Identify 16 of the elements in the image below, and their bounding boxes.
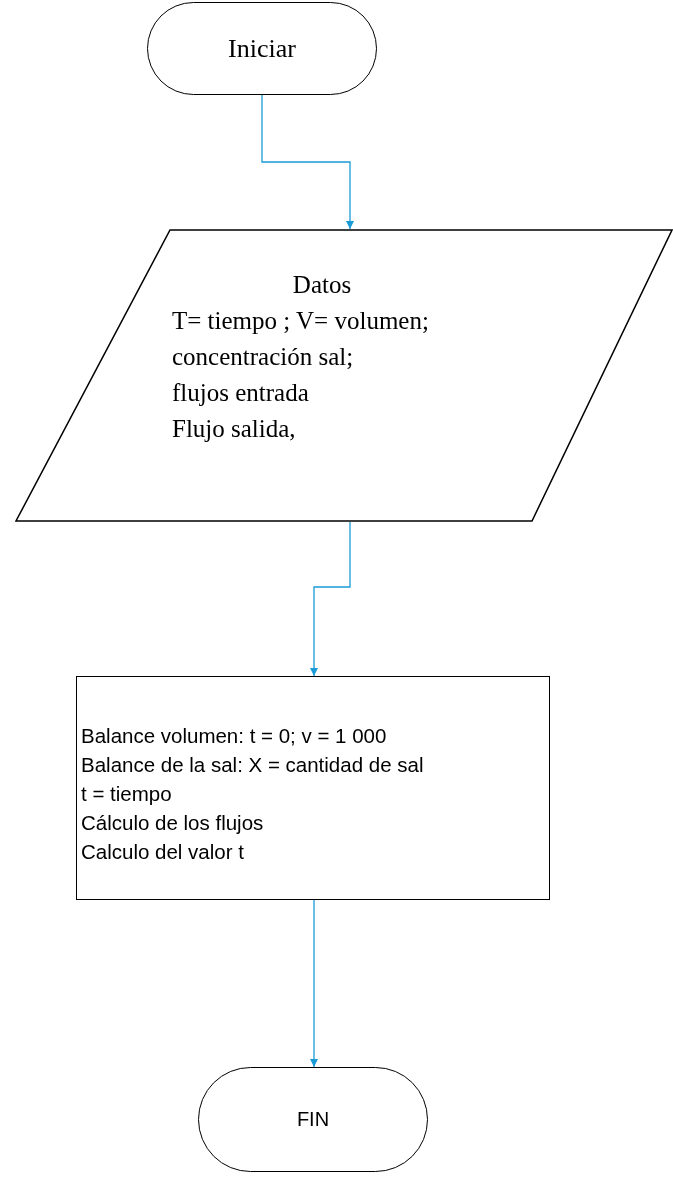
node-text: Calculo del valor t	[81, 839, 245, 865]
node-text: t = tiempo	[81, 781, 173, 807]
process-box	[76, 676, 550, 900]
node-text: T= tiempo ; V= volumen; concentración sal;	[172, 306, 430, 372]
input-parallelogram	[15, 229, 673, 522]
arrow	[310, 899, 318, 1068]
arrow	[310, 521, 351, 677]
node-text: Balance volumen: t = 0; v = 1 000	[81, 723, 388, 749]
arrow	[261, 94, 354, 230]
node-text: Flujo salida,	[172, 414, 297, 444]
node-label: FIN	[296, 1108, 330, 1131]
node-heading: Datos	[291, 270, 353, 300]
node-text: Balance de la sal: X = cantidad de sal	[81, 752, 425, 778]
node-text: flujos entrada	[172, 378, 310, 408]
node-label: Iniciar	[228, 33, 296, 64]
node-text: Cálculo de los flujos	[81, 810, 265, 836]
